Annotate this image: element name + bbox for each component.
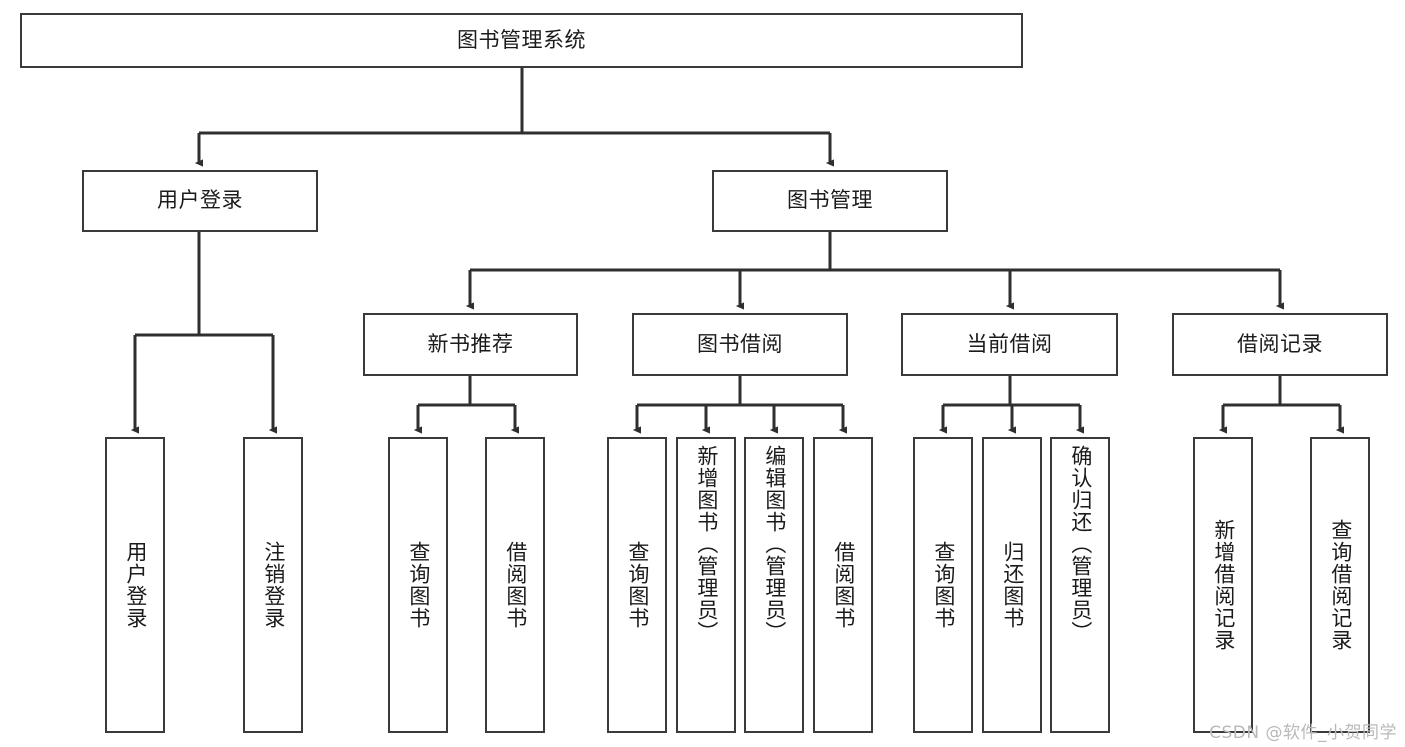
leaf-borrow-record-add-label: 新增借阅记录 — [1211, 519, 1236, 651]
leaf-borrow-record-add[interactable]: 新增借阅记录 — [1193, 437, 1253, 733]
node-user-login[interactable]: 用户登录 — [82, 170, 318, 232]
leaf-user-login-logout[interactable]: 注销登录 — [243, 437, 303, 733]
leaf-book-borrow-borrow-label: 借阅图书 — [831, 541, 856, 629]
leaf-new-book-borrow[interactable]: 借阅图书 — [485, 437, 545, 733]
leaf-book-borrow-add[interactable]: 新增图书（管理员） — [676, 437, 736, 733]
leaf-user-login-logout-label: 注销登录 — [261, 541, 286, 629]
node-book-borrow-label: 图书借阅 — [697, 331, 783, 356]
leaf-book-borrow-edit[interactable]: 编辑图书（管理员） — [744, 437, 804, 733]
node-book-borrow[interactable]: 图书借阅 — [632, 313, 848, 376]
leaf-new-book-query[interactable]: 查询图书 — [388, 437, 448, 733]
leaf-current-borrow-return[interactable]: 归还图书 — [982, 437, 1042, 733]
leaf-new-book-query-label: 查询图书 — [406, 541, 431, 629]
leaf-book-borrow-add-label: 新增图书（管理员） — [694, 445, 719, 643]
leaf-user-login-login[interactable]: 用户登录 — [105, 437, 165, 733]
node-book-management-label: 图书管理 — [787, 188, 873, 213]
node-book-management[interactable]: 图书管理 — [712, 170, 948, 232]
node-new-book-recommend-label: 新书推荐 — [427, 331, 514, 356]
leaf-borrow-record-query-label: 查询借阅记录 — [1328, 519, 1353, 651]
leaf-current-borrow-query[interactable]: 查询图书 — [913, 437, 973, 733]
leaf-current-borrow-confirm-label: 确认归还（管理员） — [1068, 445, 1093, 643]
node-borrow-record[interactable]: 借阅记录 — [1172, 313, 1388, 376]
leaf-borrow-record-query[interactable]: 查询借阅记录 — [1310, 437, 1370, 733]
node-new-book-recommend[interactable]: 新书推荐 — [363, 313, 578, 376]
leaf-new-book-borrow-label: 借阅图书 — [503, 541, 528, 629]
leaf-current-borrow-query-label: 查询图书 — [931, 541, 956, 629]
node-root-system-label: 图书管理系统 — [457, 27, 586, 52]
leaf-book-borrow-borrow[interactable]: 借阅图书 — [813, 437, 873, 733]
leaf-book-borrow-query-label: 查询图书 — [625, 541, 650, 629]
leaf-book-borrow-edit-label: 编辑图书（管理员） — [762, 445, 787, 643]
node-borrow-record-label: 借阅记录 — [1237, 331, 1323, 356]
node-root-system[interactable]: 图书管理系统 — [20, 13, 1023, 68]
node-current-borrow[interactable]: 当前借阅 — [901, 313, 1118, 376]
leaf-current-borrow-confirm[interactable]: 确认归还（管理员） — [1050, 437, 1110, 733]
leaf-current-borrow-return-label: 归还图书 — [1000, 541, 1025, 629]
leaf-user-login-login-label: 用户登录 — [123, 541, 148, 629]
node-user-login-label: 用户登录 — [157, 188, 243, 213]
node-current-borrow-label: 当前借阅 — [966, 331, 1053, 356]
leaf-book-borrow-query[interactable]: 查询图书 — [607, 437, 667, 733]
csdn-watermark: CSDN @软件_小贺同学 — [1209, 723, 1397, 743]
